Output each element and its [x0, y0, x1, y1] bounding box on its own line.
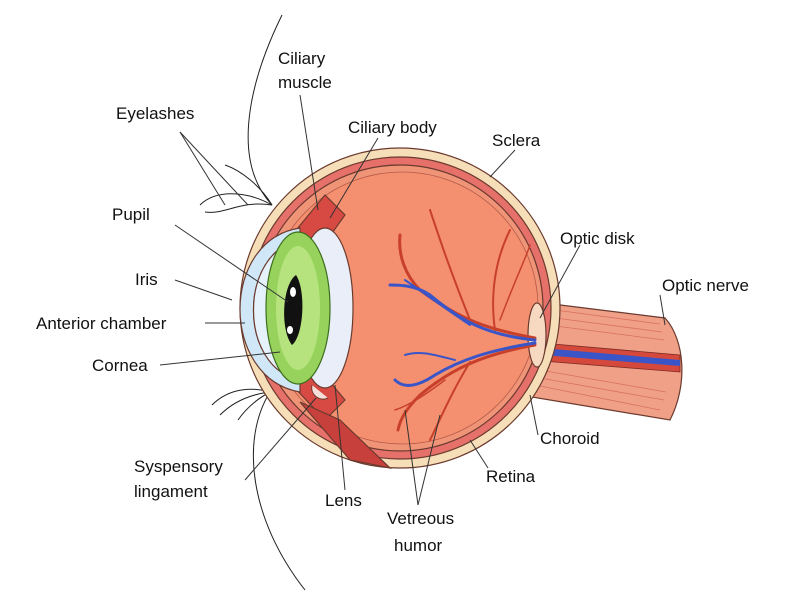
label-retina: Retina: [486, 467, 536, 486]
ciliary-muscle-lower: [299, 401, 392, 469]
label-lens: Lens: [325, 491, 362, 510]
label-pupil: Pupil: [112, 205, 150, 224]
label-cornea: Cornea: [92, 356, 148, 375]
label-optic-disk: Optic disk: [560, 229, 635, 248]
label-sclera: Sclera: [492, 131, 541, 150]
eyelashes-upper: [199, 14, 283, 213]
leader-lines: [159, 94, 666, 506]
label-optic-nerve: Optic nerve: [662, 276, 749, 295]
label-ciliary-muscle-line1: Ciliary: [278, 49, 326, 68]
label-ciliary-body: Ciliary body: [348, 118, 437, 137]
optic-disk: [527, 302, 547, 368]
optic-nerve: [519, 299, 683, 421]
label-anterior-chamber: Anterior chamber: [36, 314, 167, 333]
label-choroid: Choroid: [540, 429, 600, 448]
label-iris: Iris: [135, 270, 158, 289]
label-vitreous-humor-line2: humor: [394, 536, 443, 555]
label-ciliary-muscle-line2: muscle: [278, 73, 332, 92]
label-vitreous-humor-line1: Vetreous: [387, 509, 454, 528]
suspensory-ligament: [311, 384, 329, 400]
retinal-vessels: [388, 209, 537, 441]
label-eyelashes: Eyelashes: [116, 104, 194, 123]
label-suspensory-ligament-line1: Syspensory: [134, 457, 223, 476]
labels: Ciliary muscle Eyelashes Ciliary body Sc…: [36, 49, 749, 555]
label-suspensory-ligament-line2: lingament: [134, 482, 208, 501]
